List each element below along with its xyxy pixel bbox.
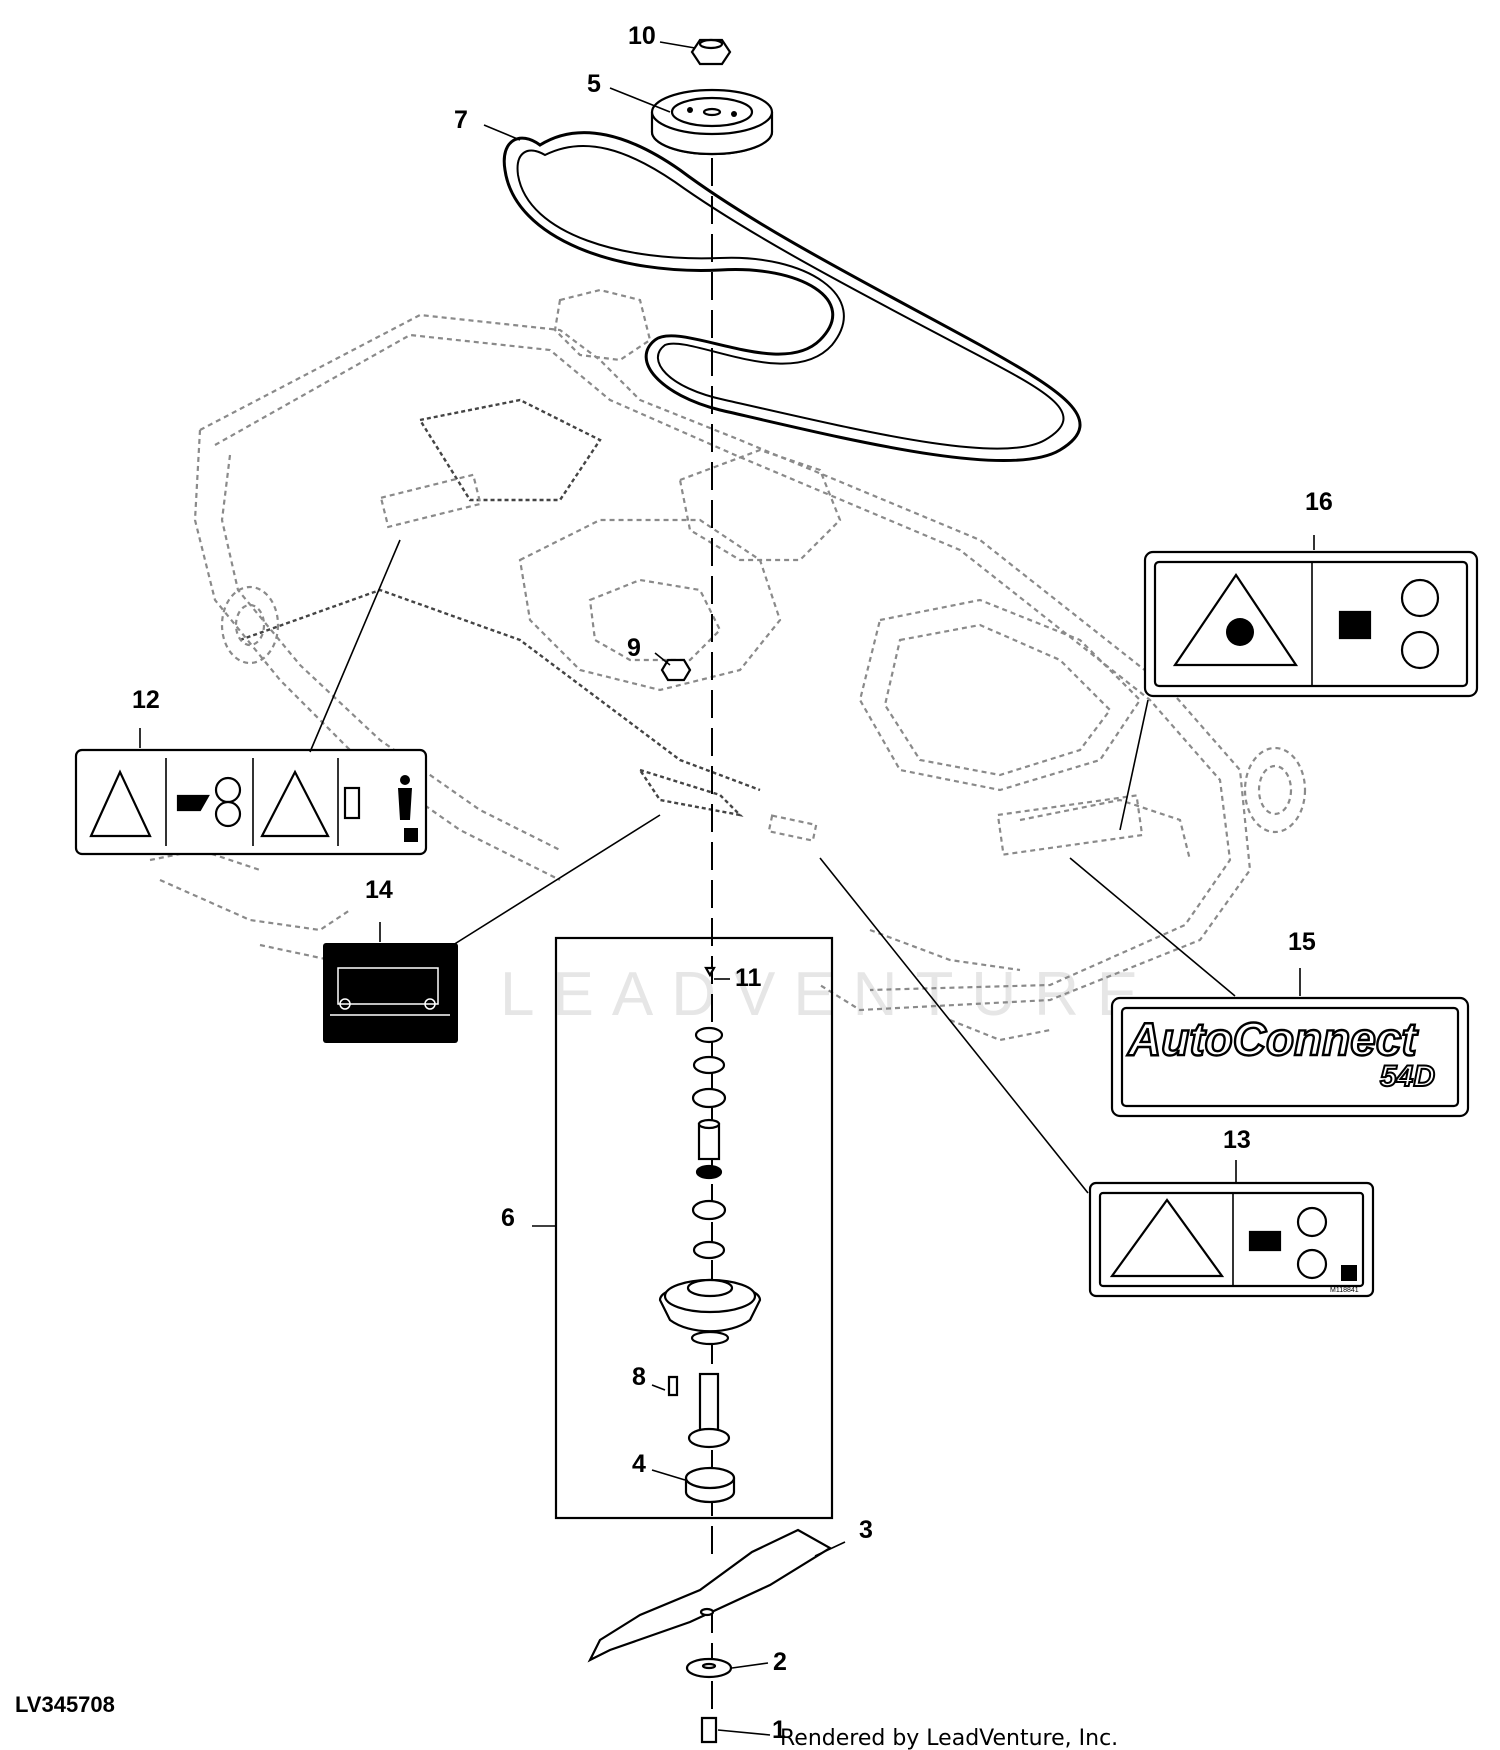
render-credit: Rendered by LeadVenture, Inc.: [780, 1726, 1118, 1750]
figure-id: LV345708: [15, 1692, 115, 1717]
crush-hazard-icon: [176, 794, 210, 812]
washer-2: [685, 1657, 733, 1679]
drive-belt: [502, 131, 1082, 463]
callout-1: 1: [772, 1716, 786, 1744]
watermark-text: LEADVENTURE: [500, 960, 1156, 1029]
label-13-code: M118841: [1330, 1287, 1359, 1294]
thrown-object-warning-icon: [260, 769, 330, 838]
callout-9: 9: [627, 634, 641, 662]
callout-10: 10: [628, 22, 656, 50]
rotating-pulley-icon: [1296, 1206, 1328, 1238]
callout-15: 15: [1288, 928, 1316, 956]
callout-14: 14: [365, 876, 393, 904]
qr-code-icon: [1341, 1265, 1357, 1281]
callout-12: 12: [132, 686, 160, 714]
decal-12: [74, 748, 428, 856]
callout-7: 7: [454, 106, 468, 134]
callout-8: 8: [632, 1363, 646, 1391]
decal-16: [1143, 550, 1479, 698]
blade-3: [587, 1528, 833, 1663]
decal-14: [323, 943, 458, 1043]
callout-16: 16: [1305, 488, 1333, 516]
nut-9: [660, 658, 692, 682]
blade-center-hole: [699, 1607, 715, 1617]
leader-lines: [139, 41, 1315, 1736]
hand-in-pulley-warning-icon: [1109, 1198, 1225, 1278]
callout-3: 3: [859, 1516, 873, 1544]
spindle-parts: [658, 966, 762, 1504]
callout-11: 11: [735, 964, 762, 992]
callout-6: 6: [501, 1204, 515, 1232]
crush-hazard-icon: [1248, 1230, 1282, 1252]
rotating-pulley-icon: [214, 776, 242, 804]
mower-deck-ghost: [149, 288, 1307, 1042]
autoconnect-brand-text: AutoConnect: [1127, 1013, 1418, 1065]
crush-hazard-icon: [1338, 610, 1372, 640]
hand-in-pulley-warning-icon: [89, 769, 152, 838]
keep-distance-person-icon: [400, 775, 410, 785]
pulley-5: [650, 88, 774, 156]
nut-10: [690, 38, 732, 66]
decal-15: AutoConnect 54D: [1110, 996, 1470, 1118]
callout-4: 4: [632, 1450, 646, 1478]
spindle-assembly-box: [554, 936, 834, 1520]
autoconnect-model-text: 54D: [1380, 1060, 1435, 1093]
rotating-pulley-icon: [1400, 578, 1440, 618]
bolt-1: [700, 1716, 718, 1744]
callout-2: 2: [773, 1648, 787, 1676]
decal-13: M118841: [1088, 1181, 1375, 1298]
qr-code-icon: [404, 828, 418, 842]
callout-5: 5: [587, 70, 601, 98]
callout-13: 13: [1223, 1126, 1251, 1154]
